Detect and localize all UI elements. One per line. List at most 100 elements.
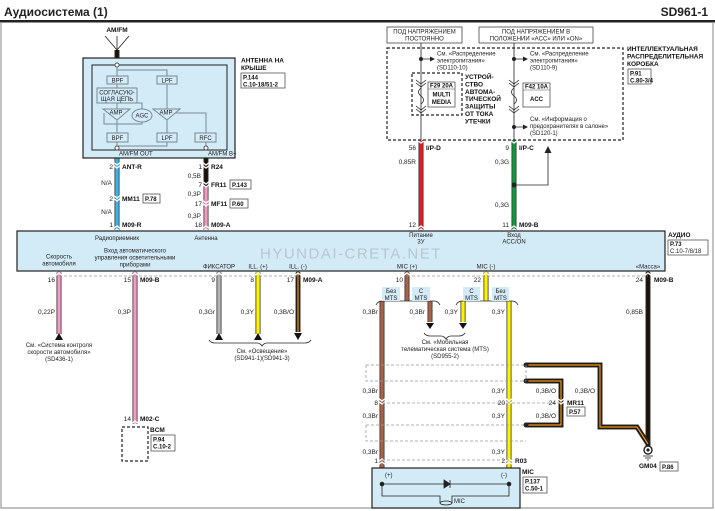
see-ref[interactable]: (SD110-9) <box>530 66 557 72</box>
device-label: УСТРОЙ- <box>465 72 494 81</box>
see-ref[interactable]: См. «Распределение <box>530 52 589 58</box>
wire-spec: 0,22P <box>38 309 55 316</box>
wire-spec: 0,3B/O <box>536 413 556 420</box>
fuse-f42-name: ACC <box>530 97 544 103</box>
see-ref[interactable]: См. «Освещение» <box>237 349 288 355</box>
mic-ref-box[interactable]: P.137 C.50-1 <box>522 476 548 494</box>
pin-label: Вход <box>507 233 521 239</box>
connector-ip-c: I/P-C <box>519 145 534 152</box>
pin-label: ILL. (-) <box>289 264 307 270</box>
wire-spec: 0,3Y <box>492 388 506 395</box>
ref-page: P.73 <box>670 242 682 248</box>
agc: AGC <box>135 114 149 120</box>
rfc: RFC <box>199 136 212 142</box>
connector-m09-a: M09-A <box>303 277 323 284</box>
pin: 14 <box>124 416 132 423</box>
wire-spec: 0,85R <box>399 159 417 166</box>
wire-shield-outer <box>526 362 651 446</box>
see-ref[interactable]: (SD955-2) <box>431 354 459 360</box>
see-ref[interactable]: телематическая система (MTS) <box>401 347 489 353</box>
see-ref[interactable]: См. «Информация о <box>530 117 588 123</box>
pin: 2 <box>109 196 113 203</box>
connector-m02-c: M02-C <box>140 416 160 423</box>
pin: 1 <box>374 458 378 465</box>
connector-icon <box>377 397 387 405</box>
device-label: УТЕЧКИ <box>465 118 491 125</box>
pin: 12 <box>409 222 417 229</box>
amp-left: AMP <box>109 111 122 117</box>
wire-spec: 0,3Y <box>241 309 255 316</box>
wire-spec: 0,85B <box>626 309 643 316</box>
variant-label: Без <box>496 289 506 295</box>
pin-label: Скорость <box>46 255 72 261</box>
see-ref[interactable]: См. «Система контроля <box>26 343 92 349</box>
ref-page: P.144 <box>243 76 259 82</box>
see-ref[interactable]: скорости автомобиля» <box>27 350 91 356</box>
antenna-ref-box[interactable]: P.144 C.10-18/51-2 <box>240 72 286 89</box>
pin: 1 <box>198 164 202 171</box>
connector-fr11: FR11 <box>211 182 227 189</box>
variant-label: MTS <box>494 296 507 302</box>
see-ref[interactable]: (SD120-1) <box>530 131 558 137</box>
see-ref[interactable]: (SD436-1) <box>45 357 73 363</box>
wire-spec: 0,3Br <box>362 449 378 456</box>
connector-icon <box>504 458 514 466</box>
wire-spec: 0,3G <box>495 159 509 166</box>
see-ref[interactable]: См. «Распределение <box>437 52 496 58</box>
audio-ref-box[interactable]: P.73 C.10-7/8/18 <box>667 239 709 256</box>
wire-spec: 0,3Y <box>445 309 459 316</box>
diagram-code: SD961-1 <box>661 5 709 19</box>
wire-spec: 0,3B/O <box>536 388 556 395</box>
pin-label: MIC (+) <box>397 264 417 270</box>
connector-icon <box>130 420 140 428</box>
device-label: ТИЧЕСКОЙ <box>465 94 501 103</box>
mic-plus-label: (+) <box>385 473 393 479</box>
ref-mm11[interactable]: P.78 <box>145 197 157 203</box>
see-ref[interactable]: предохранителях в салоне» <box>530 124 609 130</box>
see-ref[interactable]: См. «Мобильная <box>422 340 469 346</box>
wire-shield-inner <box>526 380 562 426</box>
connector-mm11: MM11 <box>122 196 140 203</box>
roof-antenna-module: BPF LPF СОГЛАСУЮ- ЩАЯ ЦЕПЬ AMP AGC AMP B… <box>82 57 237 159</box>
connector-icon <box>504 397 514 405</box>
wire-spec: N/A <box>101 209 113 216</box>
antenna-mast-icon: AM/FM <box>104 27 130 51</box>
ref-mr11[interactable]: P.57 <box>569 410 581 416</box>
ref-page: P.137 <box>525 480 541 486</box>
ground-gm04-icon <box>643 445 653 461</box>
ref-fr11[interactable]: P.143 <box>232 183 248 189</box>
ipdm-ref-box[interactable]: P.91 C.80-3/4 <box>627 68 654 85</box>
ref-mf11[interactable]: P.60 <box>232 202 244 208</box>
wire-spec: 0,3Br <box>409 309 425 316</box>
see-ref[interactable]: (SD941-1)(SD941-3) <box>234 356 289 362</box>
variant-label: MTS <box>465 296 478 302</box>
pin: 24 <box>636 277 644 284</box>
pin: 8 <box>374 400 378 407</box>
antenna-label: AM/FM <box>106 27 127 34</box>
see-ref[interactable]: электропитания» <box>530 59 578 65</box>
connector-r03: R03 <box>515 458 527 465</box>
connector-m09-b: M09-B <box>519 222 539 229</box>
see-ref[interactable]: (SD110-10) <box>437 66 468 72</box>
bpf-top: BPF <box>112 79 124 85</box>
ipdm-name: ИНТЕЛЛЕКТУАЛЬНАЯ <box>627 46 698 53</box>
connector-icon <box>556 397 566 405</box>
microphone: (+) (-) MIC <box>371 467 521 509</box>
ref-component[interactable]: C.10-2 <box>153 445 172 451</box>
pin: 7 <box>198 182 202 189</box>
see-ref[interactable]: электропитания» <box>437 59 485 65</box>
pin: 1 <box>109 222 113 229</box>
pin: 9 <box>505 145 509 152</box>
pin-label: MIC (-) <box>477 264 496 270</box>
mic-name: MIC <box>522 469 534 476</box>
const-power-l2: ПОСТОЯННО <box>405 37 444 43</box>
variant-label: Без <box>386 289 396 295</box>
wire-shield-outer <box>526 364 649 445</box>
ref-page[interactable]: P.94 <box>153 438 165 444</box>
acc-power-l1: ПОД НАПРЯЖЕНИЕМ В <box>502 30 570 36</box>
wire-spec: 0,3Y <box>492 413 506 420</box>
page-frame <box>0 22 714 509</box>
pin-label: «Масса» <box>636 264 661 270</box>
ref-gm04[interactable]: P.86 <box>662 465 674 471</box>
connector-r24: R24 <box>211 164 223 171</box>
